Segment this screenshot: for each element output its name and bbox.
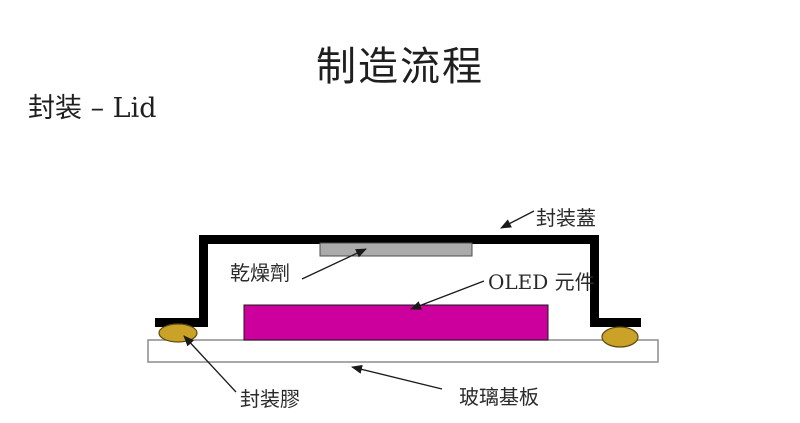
substrate-callout-arrow: [351, 365, 443, 390]
desiccant-shape: [319, 242, 473, 257]
oled-element-shape: [243, 304, 549, 341]
glass-substrate-shape: [147, 339, 659, 363]
lid-callout-arrow: [500, 210, 535, 229]
desiccant-callout-arrow: [301, 248, 367, 280]
slide-title: 制造流程: [316, 44, 484, 90]
desiccant-label: 乾燥劑: [230, 261, 290, 285]
oled-element-label: OLED 元件: [488, 270, 595, 294]
lid-shape: [155, 235, 641, 327]
lid-label: 封装蓋: [536, 206, 596, 230]
sealant-callout-arrow: [183, 335, 237, 393]
sealant-right-shape: [601, 326, 639, 348]
slide-subtitle: 封装 – Lid: [28, 93, 157, 124]
sealant-label: 封装膠: [240, 387, 300, 411]
oled-callout-arrow: [410, 280, 485, 310]
glass-substrate-label: 玻璃基板: [459, 385, 539, 409]
sealant-left-shape: [158, 323, 198, 343]
